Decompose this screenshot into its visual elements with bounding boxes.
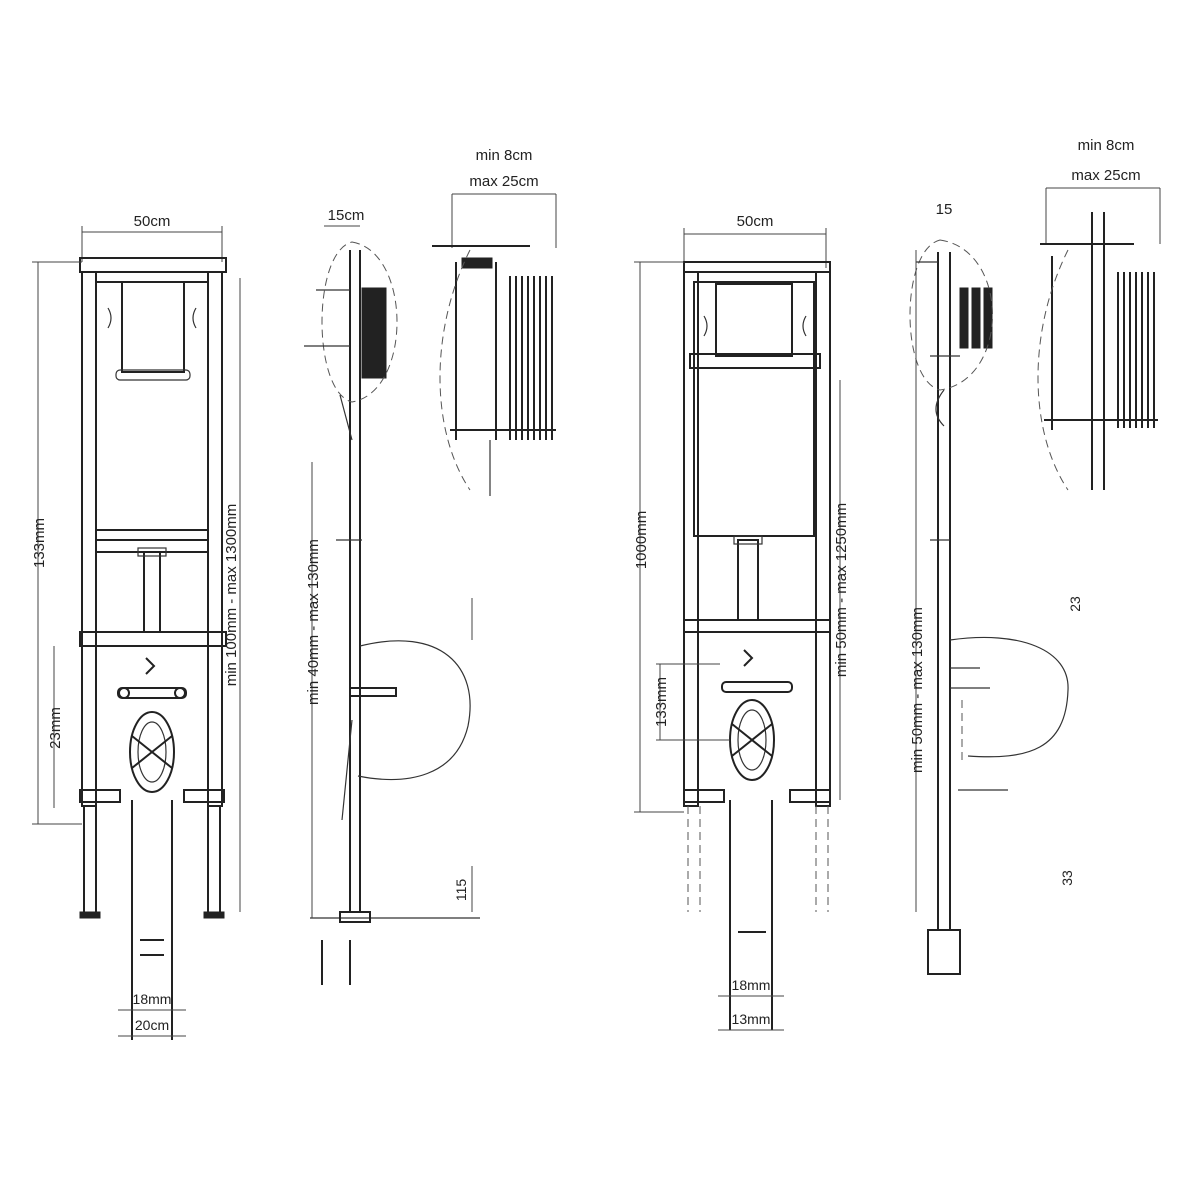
frame-c-wall-layers xyxy=(509,276,553,440)
frame-d-vertical-label: min 50mm - max 1250mm xyxy=(833,503,850,677)
frame-f-detail: min 8cm max 25cm xyxy=(1037,137,1161,491)
frame-e-tank-ribs xyxy=(959,287,993,349)
frame-d-bottom-label-2: 13mm xyxy=(732,1011,771,1027)
frame-f-top-label-2: max 25cm xyxy=(1071,167,1140,184)
frame-c-top-label-2: max 25cm xyxy=(469,173,538,190)
frame-e-right-label-2: 33 xyxy=(1059,870,1075,886)
frame-a-height-label: 133mm xyxy=(31,518,48,568)
frame-b-vertical-label: min 40mm - max 130mm xyxy=(305,539,322,705)
frame-d-bottom-label-1: 18mm xyxy=(732,977,771,993)
frame-a-bottom-label-1: 18mm xyxy=(133,991,172,1007)
frame-c-top-label-1: min 8cm xyxy=(476,147,533,164)
frame-a-width-label: 50cm xyxy=(134,213,171,230)
frame-e-right-label-1: 23 xyxy=(1067,596,1083,612)
frame-a-mid-label: 23mm xyxy=(47,707,64,749)
frame-a-bottom-label-2: 20cm xyxy=(135,1017,169,1033)
frame-d-height-label: 1000mm xyxy=(633,511,650,569)
frame-d-width-label: 50cm xyxy=(737,213,774,230)
frame-e-side-view: 15 min 50mm - max 130mm 23 33 xyxy=(909,201,1083,975)
frame-d-front-view: 50cm 1000mm 133mm xyxy=(633,213,850,1031)
frame-f-top-label-1: min 8cm xyxy=(1078,137,1135,154)
frame-a-vertical-label: min 100mm - max 1300mm xyxy=(223,504,240,687)
frame-b-top-label: 15cm xyxy=(328,207,365,224)
frame-d-mid-label: 133mm xyxy=(653,677,670,727)
frame-c-detail: min 8cm max 25cm xyxy=(432,147,557,496)
frame-e-top-label: 15 xyxy=(936,201,953,218)
frame-b-right-label: 115 xyxy=(453,879,469,902)
frame-b-side-view: 15cm min 40mm - max 130mm 115 xyxy=(304,207,480,985)
frame-a-front-view: 50cm xyxy=(31,213,241,1040)
frame-f-wall-layers xyxy=(1117,272,1155,428)
frame-e-vertical-label: min 50mm - max 130mm xyxy=(909,607,926,773)
